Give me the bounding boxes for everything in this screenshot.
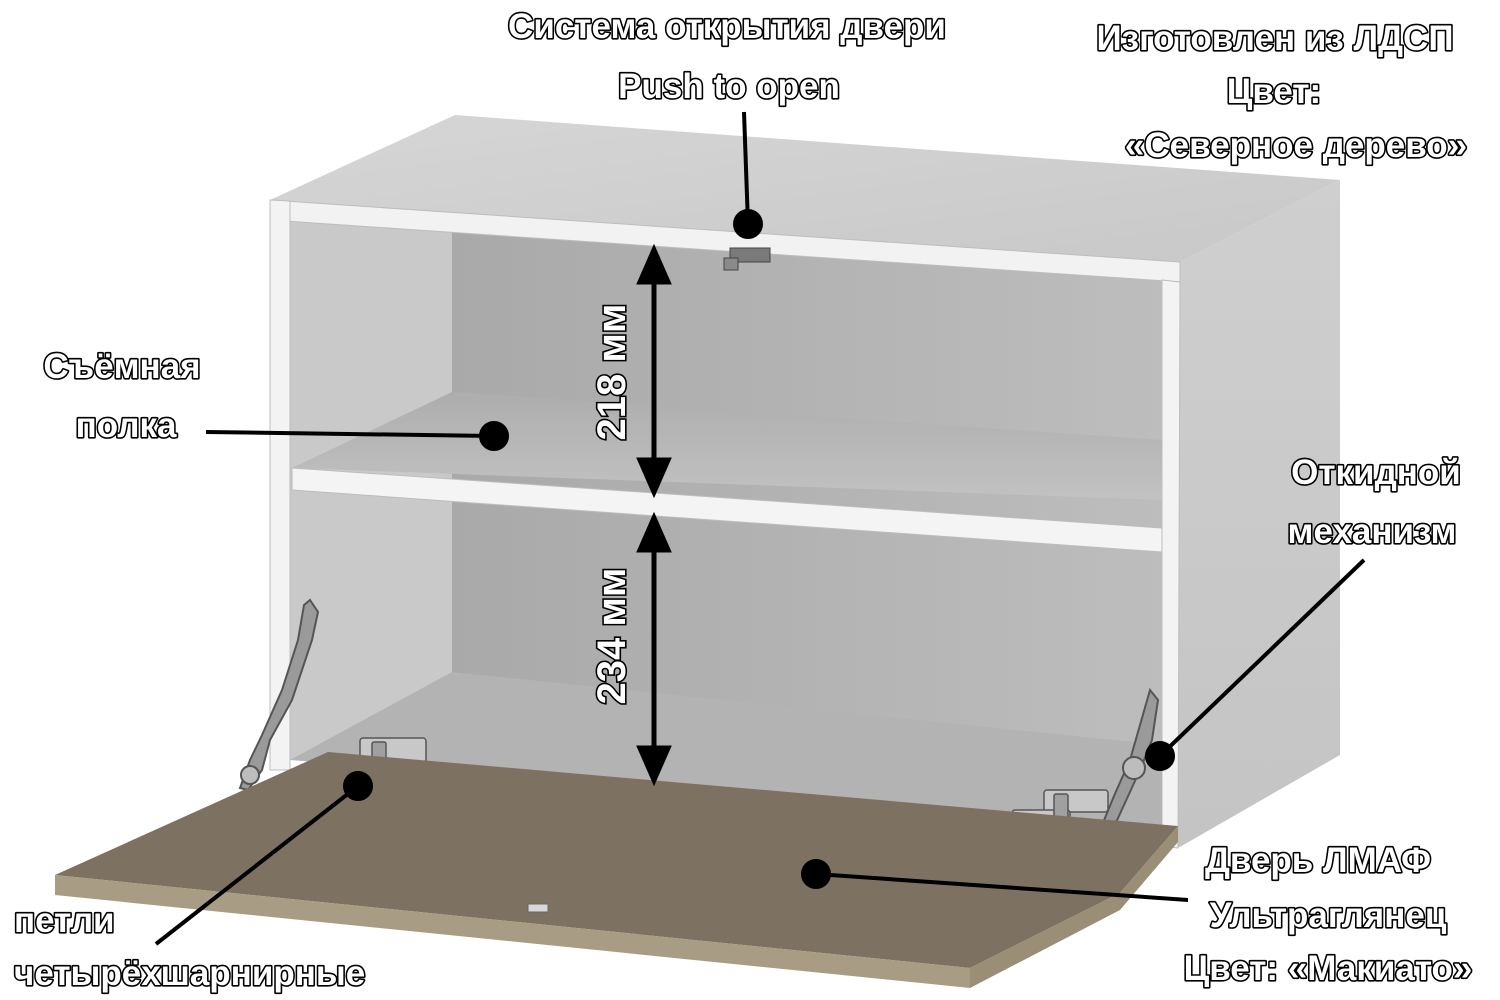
label-door-system: Система открытия двери Push to open [506,5,947,107]
label-door-system-line1: Система открытия двери [508,7,946,46]
dimension-upper-arrow [636,243,672,499]
label-hinges: петли четырёхшарнирные [12,899,366,994]
label-door: Дверь ЛМАФ Ультраглянец Цвет: «Макиато» [1182,839,1474,989]
cabinet-top [270,115,1340,262]
label-shelf-line1: Съёмная [43,347,200,386]
callout-dot-push-to-open [733,209,763,239]
label-material-line3: «Северное дерево» [1125,126,1467,165]
label-mechanism-line2: механизм [1288,512,1457,551]
label-door-line1: Дверь ЛМАФ [1205,841,1431,880]
push-to-open-latch [723,247,771,271]
dimension-upper-label: 218 мм [590,303,634,440]
callout-line-shelf [205,430,495,438]
removable-shelf-surface [292,392,1162,500]
door-panel [55,752,1178,968]
label-door-line2: Ультраглянец [1210,896,1447,935]
cabinet-door [55,752,1178,988]
callout-line-door [815,872,1189,902]
callout-dot-mechanism [1145,741,1175,771]
label-material-line2: Цвет: [1227,72,1321,111]
dimension-lower-arrow [636,511,672,787]
callout-line-push-to-open [742,111,750,225]
label-door-line3: Цвет: «Макиато» [1184,949,1473,988]
cabinet-bottom-floor [290,672,1162,826]
callout-lines [154,111,1366,946]
label-mechanism: Откидной механизм [1286,451,1462,552]
label-mechanism-line1: Откидной [1291,453,1461,492]
callout-dot-door [801,859,831,889]
door-edge [55,875,970,988]
label-shelf: Съёмная полка [42,345,202,446]
callout-dot-shelf [479,421,509,451]
cabinet-right-side [1178,180,1340,848]
callout-dot-hinges [343,771,373,801]
label-hinges-line2: четырёхшарнирные [14,954,365,993]
label-material-line1: Изготовлен из ЛДСП [1097,19,1454,58]
removable-shelf-edge [291,467,1163,553]
cabinet-body [269,115,1340,849]
label-material: Изготовлен из ЛДСП Цвет: «Северное дерев… [1095,17,1469,166]
cabinet-right-edge [1161,279,1181,849]
lift-mechanism-left [238,598,320,792]
door-latch-plate [527,903,549,913]
door-edge-right [970,826,1178,988]
callout-line-mechanism [1158,558,1366,758]
label-shelf-line2: полка [76,406,177,445]
label-door-system-line2: Push to open [618,67,840,106]
dimension-lower-label: 234 мм [590,567,634,704]
label-hinges-line1: петли [14,901,115,940]
callout-line-hinges [154,784,360,946]
